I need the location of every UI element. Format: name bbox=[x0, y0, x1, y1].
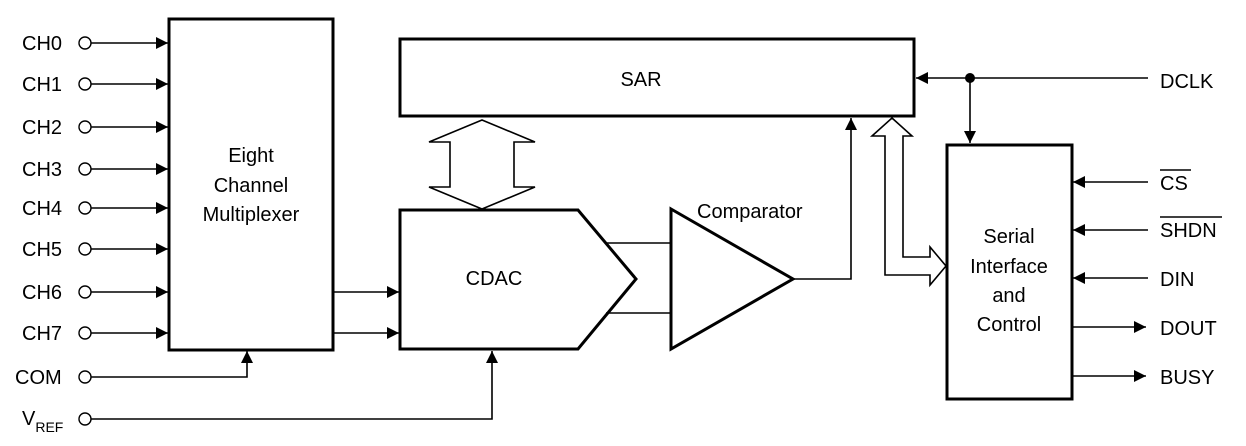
vref-label: VREF bbox=[22, 408, 63, 435]
comparator-block: Comparator bbox=[669, 201, 803, 352]
channel-input-ch7: CH7 bbox=[22, 323, 168, 345]
vref-pin bbox=[78, 412, 92, 426]
cs-label: CS bbox=[1160, 173, 1188, 195]
shdn-label: SHDN bbox=[1160, 220, 1217, 242]
sar-cdac-bus-arrow bbox=[428, 119, 536, 210]
ch5-pin bbox=[78, 242, 92, 256]
ch1-label: CH1 bbox=[22, 74, 62, 96]
sar-box bbox=[398, 37, 916, 118]
channel-input-ch0: CH0 bbox=[22, 33, 168, 55]
cdac-label: CDAC bbox=[466, 268, 523, 290]
channel-input-ch4: CH4 bbox=[22, 198, 168, 220]
ch6-label: CH6 bbox=[22, 282, 62, 304]
vref-wire bbox=[91, 351, 498, 420]
dout-signal: DOUT bbox=[1073, 318, 1217, 340]
dclk-signal: DCLK bbox=[916, 71, 1214, 143]
serial-label-line2: Interface bbox=[970, 256, 1048, 278]
ch2-pin bbox=[78, 120, 92, 134]
com-input: COM bbox=[15, 351, 253, 389]
serial-label-line3: and bbox=[992, 285, 1025, 307]
serial-interface-box bbox=[945, 143, 1074, 401]
busy-label: BUSY bbox=[1160, 367, 1214, 389]
dout-label: DOUT bbox=[1160, 318, 1217, 340]
vref-input: VREF bbox=[22, 351, 498, 435]
ch2-label: CH2 bbox=[22, 117, 62, 139]
mux-label-line1: Eight bbox=[228, 145, 274, 167]
comparator-label: Comparator bbox=[697, 201, 803, 223]
comparator-triangle bbox=[669, 206, 797, 352]
com-pin bbox=[78, 370, 92, 384]
ch4-pin bbox=[78, 201, 92, 215]
sar-block: SAR bbox=[398, 37, 916, 118]
ch0-pin bbox=[78, 36, 92, 50]
sar-label: SAR bbox=[620, 69, 661, 91]
comparator-to-sar-arrow bbox=[793, 118, 857, 280]
ch0-label: CH0 bbox=[22, 33, 62, 55]
ch1-pin bbox=[78, 77, 92, 91]
din-signal: DIN bbox=[1073, 269, 1194, 291]
cdac-block: CDAC bbox=[398, 208, 638, 351]
channel-input-ch3: CH3 bbox=[22, 159, 168, 181]
ch3-label: CH3 bbox=[22, 159, 62, 181]
cs-signal: CS bbox=[1073, 169, 1191, 195]
multiplexer-block: Eight Channel Multiplexer bbox=[167, 17, 335, 352]
din-label: DIN bbox=[1160, 269, 1194, 291]
serial-label-line1: Serial bbox=[983, 226, 1034, 248]
com-wire bbox=[91, 351, 253, 378]
dclk-label: DCLK bbox=[1160, 71, 1214, 93]
channel-input-ch5: CH5 bbox=[22, 239, 168, 261]
sar-serial-bus-arrow bbox=[869, 116, 948, 288]
busy-signal: BUSY bbox=[1073, 367, 1214, 389]
mux-label-line2: Channel bbox=[214, 175, 289, 197]
channel-inputs: CH0 CH1 CH2 CH3 CH4 CH5 bbox=[22, 33, 168, 345]
ch7-pin bbox=[78, 326, 92, 340]
ch5-label: CH5 bbox=[22, 239, 62, 261]
channel-input-ch6: CH6 bbox=[22, 282, 168, 304]
channel-input-ch1: CH1 bbox=[22, 74, 168, 96]
cdac-box bbox=[398, 208, 638, 351]
ch3-pin bbox=[78, 162, 92, 176]
serial-label-line4: Control bbox=[977, 314, 1041, 336]
shdn-signal: SHDN bbox=[1073, 216, 1222, 242]
ch7-label: CH7 bbox=[22, 323, 62, 345]
mux-label-line3: Multiplexer bbox=[203, 204, 300, 226]
channel-input-ch2: CH2 bbox=[22, 117, 168, 139]
multiplexer-box bbox=[167, 17, 335, 352]
com-label: COM bbox=[15, 367, 62, 389]
ch6-pin bbox=[78, 285, 92, 299]
serial-interface-block: Serial Interface and Control bbox=[945, 143, 1074, 401]
ch4-label: CH4 bbox=[22, 198, 62, 220]
